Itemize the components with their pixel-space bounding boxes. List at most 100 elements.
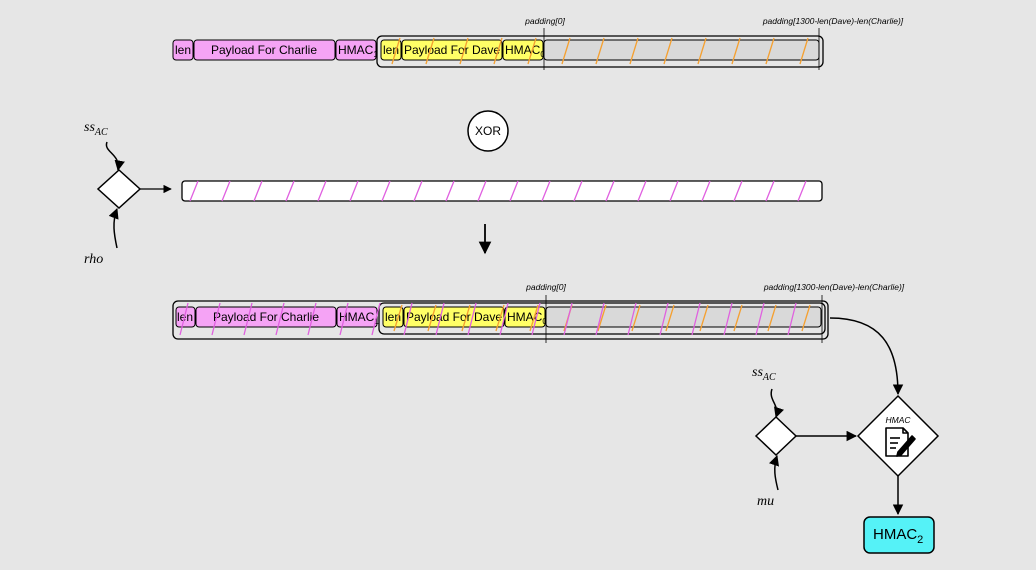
hatch-stripe xyxy=(499,302,509,336)
bottom-dave-wrapper xyxy=(378,302,826,335)
hatch-stripe xyxy=(221,180,231,202)
bottom-dave-payload-label: Payload For Dave xyxy=(406,310,502,324)
hatch-stripe xyxy=(801,304,811,332)
hatch-stripe xyxy=(529,304,539,332)
hatch-stripe xyxy=(699,304,709,332)
bottom-charlie-payload-cell xyxy=(195,306,337,328)
mu-diamond xyxy=(754,415,798,457)
hatch-stripe xyxy=(787,302,797,336)
top-dave-len-cell xyxy=(380,39,402,61)
hatch-stripe xyxy=(445,180,455,202)
hatch-stripe xyxy=(317,180,327,202)
hatch-stripe xyxy=(723,302,733,336)
top-dave-wrapper xyxy=(376,35,824,68)
bottom-padding-cell xyxy=(545,306,822,328)
hatch-stripe xyxy=(403,302,413,336)
hatch-stripe xyxy=(733,180,743,202)
top-charlie-hmac-cell xyxy=(335,39,377,61)
bottom-dave-hmac-label: HMAC0 xyxy=(507,310,547,326)
hatch-stripe xyxy=(731,37,741,65)
document-sign-icon xyxy=(885,427,916,457)
hatch-stripe xyxy=(765,180,775,202)
top-packet-row: len Payload For Charlie HMAC1 len Payloa… xyxy=(172,16,904,70)
bottom-dave-stripes xyxy=(393,304,811,332)
bottom-charlie-len-cell xyxy=(175,306,196,328)
hatch-stripe xyxy=(393,304,403,332)
packet-to-hmac-arrow xyxy=(829,317,904,396)
hatch-stripe xyxy=(799,37,809,65)
top-dave-payload-cell xyxy=(401,39,503,61)
hatch-stripe xyxy=(427,304,437,332)
hatch-stripe xyxy=(243,302,253,336)
hatch-stripe xyxy=(211,302,221,336)
hatch-stripe xyxy=(637,180,647,202)
hatch-stripe xyxy=(629,37,639,65)
hatch-stripe xyxy=(349,180,359,202)
bottom-rho-stripes xyxy=(179,302,797,336)
hatch-stripe xyxy=(691,302,701,336)
hatch-stripe xyxy=(767,304,777,332)
top-charlie-payload-label: Payload For Charlie xyxy=(211,43,317,57)
hmac-operator: HMAC xyxy=(856,394,940,478)
hatch-stripe xyxy=(733,304,743,332)
hatch-stripe xyxy=(531,302,541,336)
hmac-output-box: HMAC2 xyxy=(863,516,935,554)
top-dave-payload-label: Payload For Dave xyxy=(404,43,500,57)
rho-key-label: ssAC xyxy=(84,120,108,138)
hatch-stripe xyxy=(595,37,605,65)
hatch-stripe xyxy=(509,180,519,202)
top-dave-hmac-label: HMAC0 xyxy=(505,43,545,59)
hatch-stripe xyxy=(467,302,477,336)
bottom-charlie-payload-label: Payload For Charlie xyxy=(213,310,319,324)
rho-diamond xyxy=(96,168,142,210)
hatch-stripe xyxy=(697,37,707,65)
top-dave-stripes xyxy=(391,37,809,65)
hatch-stripe xyxy=(391,37,401,65)
rho-stream-stripes xyxy=(189,180,807,202)
hatch-stripe xyxy=(663,37,673,65)
hatch-stripe xyxy=(477,180,487,202)
top-padding-cell xyxy=(543,39,820,61)
hatch-stripe xyxy=(285,180,295,202)
hatch-stripe xyxy=(413,180,423,202)
rho-seed-label: rho xyxy=(84,252,103,267)
hatch-stripe xyxy=(797,180,807,202)
top-charlie-len-label: len xyxy=(175,43,191,57)
xor-operator: XOR xyxy=(467,110,509,152)
hatch-stripe xyxy=(307,302,317,336)
hatch-stripe xyxy=(659,302,669,336)
rho-seed-arrow xyxy=(108,208,119,249)
hatch-stripe xyxy=(493,37,503,65)
hatch-stripe xyxy=(573,180,583,202)
bottom-outer-wrapper xyxy=(172,300,829,340)
hatch-stripe xyxy=(381,180,391,202)
mu-seed-arrow xyxy=(769,455,779,491)
hatch-stripe xyxy=(541,180,551,202)
hatch-stripe xyxy=(561,37,571,65)
hatch-stripe xyxy=(631,304,641,332)
hatch-stripe xyxy=(275,302,285,336)
mu-key-label: ssAC xyxy=(752,365,776,383)
hatch-stripe xyxy=(253,180,263,202)
mu-key-generator: ssAC mu xyxy=(752,365,858,509)
mu-key-arrow xyxy=(770,388,784,418)
top-charlie-len-cell xyxy=(172,39,194,61)
top-dave-hmac-cell xyxy=(502,39,544,61)
hmac-output-label: HMAC2 xyxy=(873,526,923,546)
hatch-stripe xyxy=(665,304,675,332)
bottom-packet-row: len Payload For Charlie HMAC1 len Payloa… xyxy=(172,282,905,343)
hatch-stripe xyxy=(597,304,607,332)
hatch-stripe xyxy=(701,180,711,202)
top-charlie-hmac-label: HMAC1 xyxy=(338,43,378,59)
hatch-stripe xyxy=(461,304,471,332)
hatch-stripe xyxy=(669,180,679,202)
top-padding-start-label: padding[0] xyxy=(524,16,565,26)
rho-key-arrow xyxy=(105,141,125,172)
hatch-stripe xyxy=(627,302,637,336)
top-charlie-payload-cell xyxy=(193,39,336,61)
hatch-stripe xyxy=(527,37,537,65)
bottom-padding-start-label: padding[0] xyxy=(525,282,566,292)
mu-seed-label: mu xyxy=(757,494,774,509)
hatch-stripe xyxy=(371,302,381,336)
